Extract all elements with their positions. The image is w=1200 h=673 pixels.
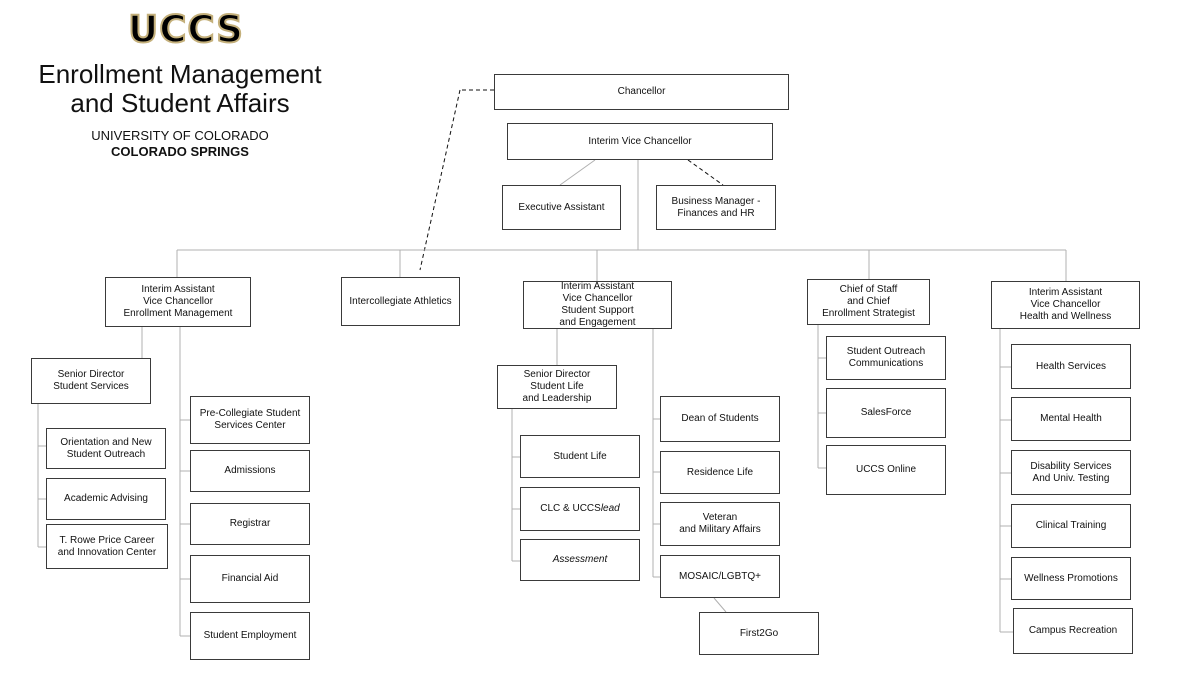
campus-name: COLORADO SPRINGS <box>111 144 249 159</box>
residence-life-box: Residence Life <box>660 451 780 494</box>
pre-collegiate-box: Pre-Collegiate Student Services Center <box>190 396 310 444</box>
mosaic-lgbtq-box: MOSAIC/LGBTQ+ <box>660 555 780 598</box>
salesforce-box: SalesForce <box>826 388 946 438</box>
orientation-box: Orientation and New Student Outreach <box>46 428 166 469</box>
uccs-online-box: UCCS Online <box>826 445 946 495</box>
academic-advising-box: Academic Advising <box>46 478 166 520</box>
veteran-military-affairs-box: Veteran and Military Affairs <box>660 502 780 546</box>
senior-director-student-services-box: Senior Director Student Services <box>31 358 151 404</box>
clc-label: CLC & UCCS <box>540 503 601 514</box>
health-wellness-head-box: Interim Assistant Vice Chancellor Health… <box>991 281 1140 329</box>
student-life-box: Student Life <box>520 435 640 478</box>
header-title-line2: and Student Affairs <box>70 88 290 118</box>
wellness-promotions-box: Wellness Promotions <box>1011 557 1131 600</box>
disability-services-box: Disability Services And Univ. Testing <box>1011 450 1131 495</box>
executive-assistant-box: Executive Assistant <box>502 185 621 230</box>
chancellor-box: Chancellor <box>494 74 789 110</box>
clc-lead-label: lead <box>600 503 620 514</box>
senior-director-student-life-box: Senior Director Student Life and Leaders… <box>497 365 617 409</box>
clinical-training-box: Clinical Training <box>1011 504 1131 548</box>
dean-of-students-box: Dean of Students <box>660 396 780 442</box>
financial-aid-box: Financial Aid <box>190 555 310 603</box>
enrollment-management-head-box: Interim Assistant Vice Chancellor Enroll… <box>105 277 251 327</box>
student-outreach-communications-box: Student Outreach Communications <box>826 336 946 380</box>
campus-recreation-box: Campus Recreation <box>1013 608 1133 654</box>
assessment-box: Assessment <box>520 539 640 581</box>
registrar-box: Registrar <box>190 503 310 545</box>
business-manager-box: Business Manager - Finances and HR <box>656 185 776 230</box>
student-support-head-box: Interim Assistant Vice Chancellor Studen… <box>523 281 672 329</box>
career-center-box: T. Rowe Price Career and Innovation Cent… <box>46 524 168 569</box>
first2go-box: First2Go <box>699 612 819 655</box>
health-services-box: Health Services <box>1011 344 1131 389</box>
admissions-box: Admissions <box>190 450 310 492</box>
student-employment-box: Student Employment <box>190 612 310 660</box>
university-name: UNIVERSITY OF COLORADO <box>91 128 269 143</box>
header-title-line1: Enrollment Management <box>38 59 322 89</box>
uccs-logo: UCCS <box>116 8 256 51</box>
logo-text: UCCS <box>127 8 244 51</box>
mental-health-box: Mental Health <box>1011 397 1131 441</box>
athletics-box: Intercollegiate Athletics <box>341 277 460 326</box>
chief-of-staff-head-box: Chief of Staff and Chief Enrollment Stra… <box>807 279 930 325</box>
vice-chancellor-box: Interim Vice Chancellor <box>507 123 773 160</box>
